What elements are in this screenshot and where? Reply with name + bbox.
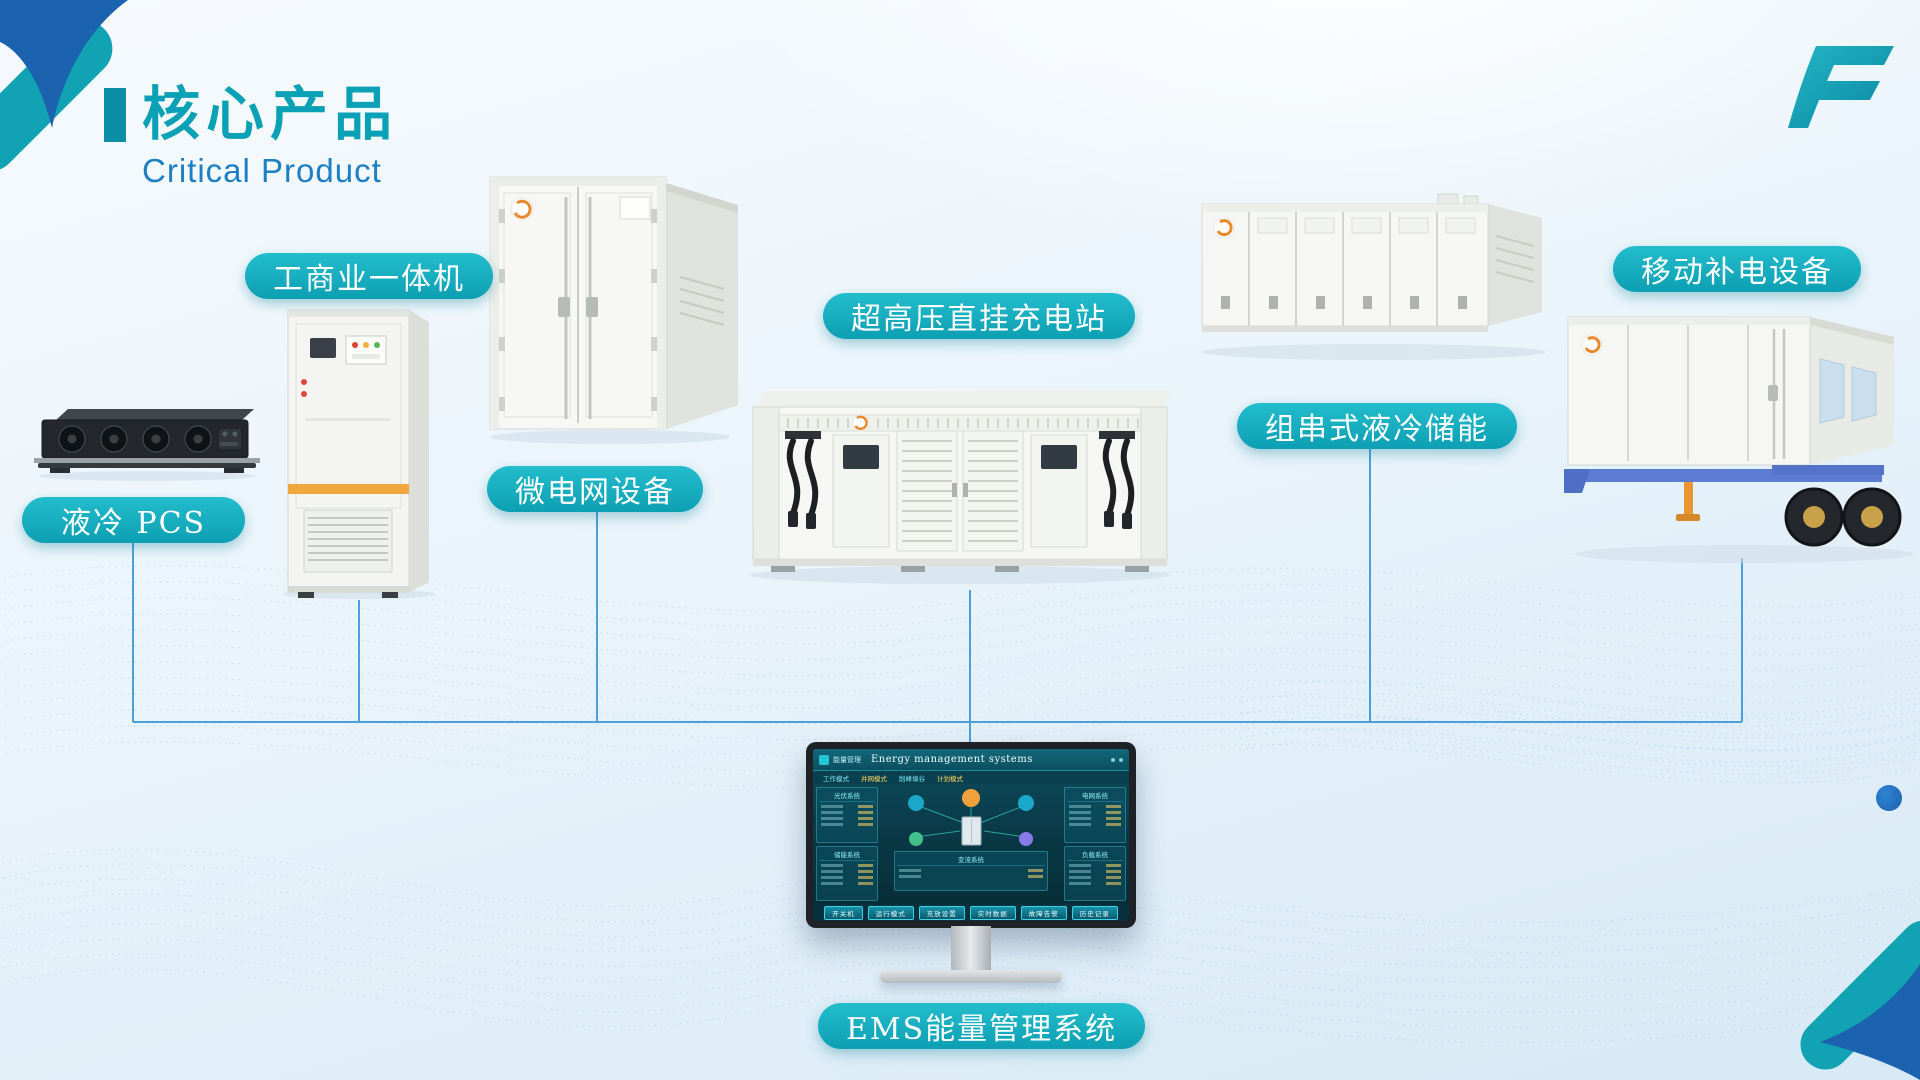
label-microgrid: 微电网设备 xyxy=(487,466,703,512)
ems-brand: 能量管理 xyxy=(833,756,861,764)
label-allinone: 工商业一体机 xyxy=(245,253,493,299)
ems-panel-battery: 储能系统 xyxy=(816,845,878,901)
ems-panel-load: 负载系统 xyxy=(1064,845,1126,901)
corner-decor-top-left xyxy=(0,0,128,172)
blue-dot-decor xyxy=(1876,785,1902,811)
ems-title: Energy management systems xyxy=(871,754,1033,765)
corner-decor-bottom-right xyxy=(1800,920,1920,1080)
label-mobile: 移动补电设备 xyxy=(1613,246,1861,292)
mode-label: 削峰填谷 xyxy=(899,775,925,783)
monitor-bezel: 能量管理 Energy management systems 工作模式 并网模式… xyxy=(806,742,1136,928)
label-ems: EMS能量管理系统 xyxy=(818,1003,1146,1049)
ems-button: 开关机 xyxy=(824,905,863,920)
status-dot-icon xyxy=(1119,757,1123,762)
page-subtitle: Critical Product xyxy=(142,152,382,189)
charger-illustration xyxy=(750,391,1171,584)
ems-body: 光伏系统 储能系统 xyxy=(813,784,1129,904)
ems-header: 能量管理 Energy management systems xyxy=(813,749,1129,771)
panel-title: 光伏系统 xyxy=(819,790,875,802)
ems-button: 故障告警 xyxy=(1020,905,1067,920)
mode-value: 计划模式 xyxy=(937,775,963,783)
ems-dashboard: 能量管理 Energy management systems 工作模式 并网模式… xyxy=(813,749,1129,921)
panel-title: 负载系统 xyxy=(1067,849,1123,861)
product-charger-image xyxy=(741,365,1179,590)
ems-panel-pv: 光伏系统 xyxy=(816,787,878,843)
monitor-stand xyxy=(951,926,991,970)
product-allinone-image xyxy=(276,298,443,600)
allinone-illustration xyxy=(283,309,435,599)
mobile-illustration xyxy=(1564,316,1914,563)
status-dot-icon xyxy=(1111,757,1115,762)
title-accent-bar xyxy=(104,88,126,142)
ems-topology-diagram xyxy=(908,789,1034,846)
panel-title: 电网系统 xyxy=(1067,790,1123,802)
panel-title: 储能系统 xyxy=(819,849,875,861)
ems-button: 历史记录 xyxy=(1071,905,1118,920)
product-storage-image xyxy=(1194,184,1553,367)
panel-title: 变流系统 xyxy=(896,854,1046,866)
ems-button: 实时数据 xyxy=(969,905,1016,920)
ems-panel-grid: 电网系统 xyxy=(1064,787,1126,843)
page-title: 核心产品 xyxy=(142,82,399,147)
ems-button: 充放设置 xyxy=(918,905,965,920)
ems-button: 运行模式 xyxy=(867,905,914,920)
label-storage: 组串式液冷储能 xyxy=(1237,403,1517,449)
product-mobile-image xyxy=(1564,309,1916,566)
product-microgrid-image xyxy=(484,157,744,447)
slide-header: 核心产品 Critical Product xyxy=(104,86,398,190)
label-pcs: 液冷 PCS xyxy=(22,497,245,543)
mode-label: 工作模式 xyxy=(823,775,849,783)
ems-panel-pcs: 变流系统 xyxy=(893,851,1049,891)
ems-button-bar: 开关机 运行模式 充放设置 实时数据 故障告警 历史记录 xyxy=(813,904,1129,921)
company-logo-icon xyxy=(1788,46,1894,128)
pcs-illustration xyxy=(34,409,260,481)
ems-mode-bar: 工作模式 并网模式 削峰填谷 计划模式 xyxy=(813,771,1129,784)
monitor-base xyxy=(880,970,1062,983)
product-pcs-image xyxy=(34,404,260,482)
mode-value: 并网模式 xyxy=(861,775,887,783)
product-ems-monitor: 能量管理 Energy management systems 工作模式 并网模式… xyxy=(806,742,1136,983)
label-charger: 超高压直挂充电站 xyxy=(823,293,1135,339)
microgrid-illustration xyxy=(489,176,738,444)
storage-illustration xyxy=(1201,193,1546,360)
ems-logo-icon xyxy=(819,754,829,765)
